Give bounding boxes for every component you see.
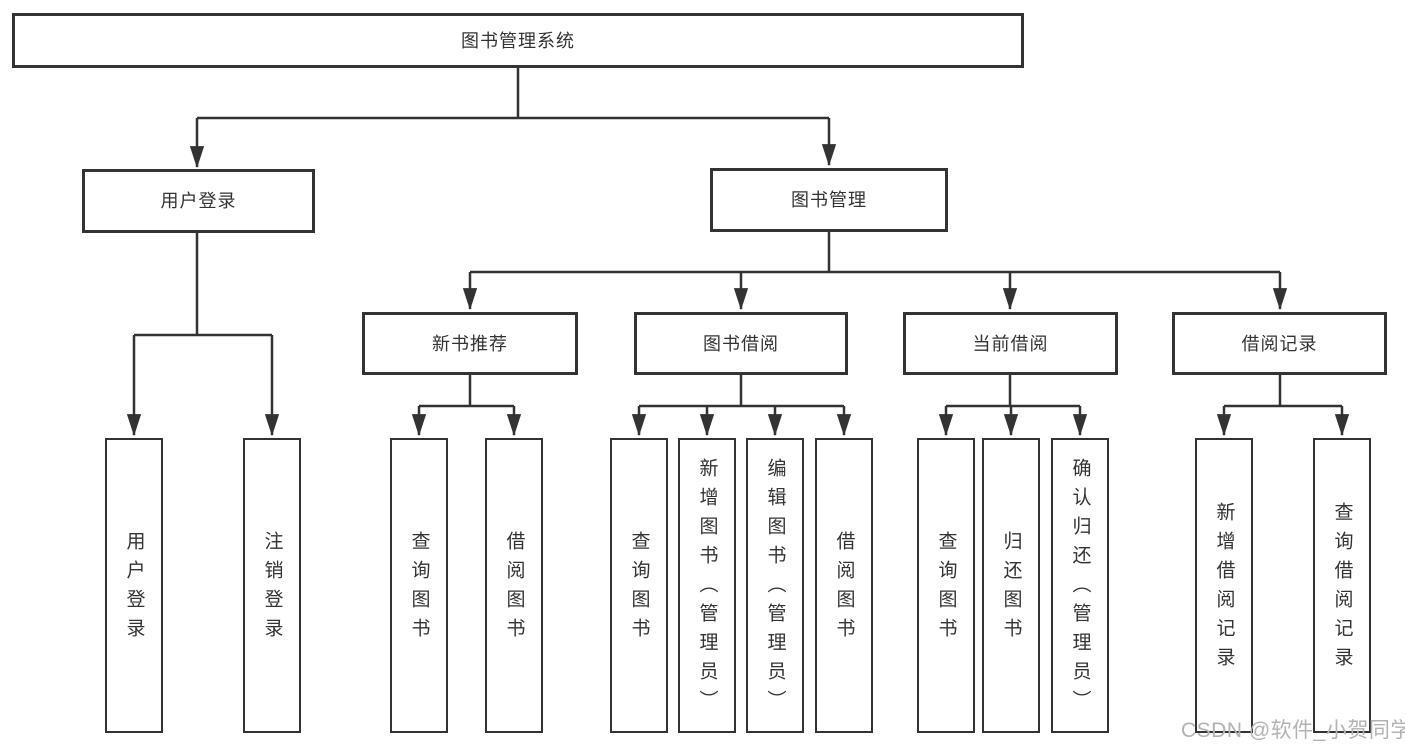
connector-new-book-rec-children [411, 375, 522, 437]
connector-book-borrow-children [631, 375, 852, 437]
leaf-add-books-admin: 新增图书（管理员） [678, 438, 736, 733]
node-new-book-rec: 新书推荐 [362, 312, 578, 375]
leaf-query-books-3: 查询图书 [917, 438, 975, 733]
leaf-confirm-return-admin: 确认归还（管理员） [1051, 438, 1109, 733]
leaf-query-borrow-record: 查询借阅记录 [1313, 438, 1371, 733]
connector-current-borrow-children [938, 375, 1088, 437]
leaf-query-books-1: 查询图书 [390, 438, 448, 733]
node-book-mgmt: 图书管理 [710, 168, 948, 232]
leaf-return-books: 归还图书 [982, 438, 1040, 733]
leaf-query-books-2: 查询图书 [610, 438, 668, 733]
leaf-borrow-books-2: 借阅图书 [815, 438, 873, 733]
node-book-borrow: 图书借阅 [634, 312, 848, 375]
connector-user-login-children [126, 233, 280, 437]
leaf-edit-books-admin: 编辑图书（管理员） [746, 438, 804, 733]
node-borrow-record: 借阅记录 [1172, 312, 1387, 375]
node-current-borrow: 当前借阅 [903, 312, 1118, 375]
connector-root-to-level2 [189, 68, 837, 169]
leaf-add-borrow-record: 新增借阅记录 [1195, 438, 1253, 733]
node-root: 图书管理系统 [12, 13, 1024, 68]
leaf-user-login: 用户登录 [105, 438, 163, 733]
connector-book-mgmt-children [462, 232, 1288, 311]
watermark-text: CSDN @软件_小贺同学 [1181, 719, 1405, 742]
connector-borrow-record-children [1216, 375, 1350, 437]
leaf-borrow-books-1: 借阅图书 [485, 438, 543, 733]
node-user-login: 用户登录 [82, 169, 315, 233]
leaf-logout: 注销登录 [243, 438, 301, 733]
